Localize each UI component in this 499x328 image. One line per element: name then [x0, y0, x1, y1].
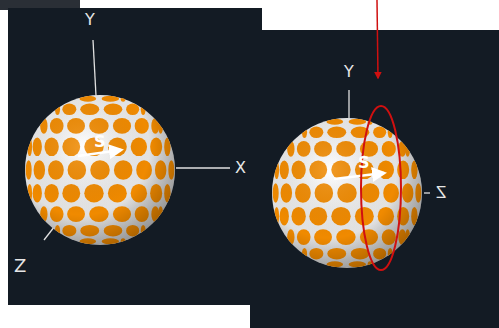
vector-label: S — [94, 134, 106, 150]
spin-arrow — [78, 150, 121, 156]
axis-label: Y — [85, 12, 95, 28]
sphere — [25, 95, 175, 245]
sphere — [272, 118, 422, 268]
vector-label: S — [358, 155, 370, 171]
axis-label: X — [235, 160, 246, 176]
highlight-ring — [361, 106, 401, 270]
axis-label: Y — [344, 64, 354, 80]
pointer-arrow — [377, 0, 378, 78]
right-panel — [250, 30, 499, 328]
axis-label: Z — [436, 186, 446, 201]
left-panel — [8, 8, 262, 305]
axis-label: Z — [14, 257, 26, 275]
spin-arrow — [334, 173, 384, 179]
